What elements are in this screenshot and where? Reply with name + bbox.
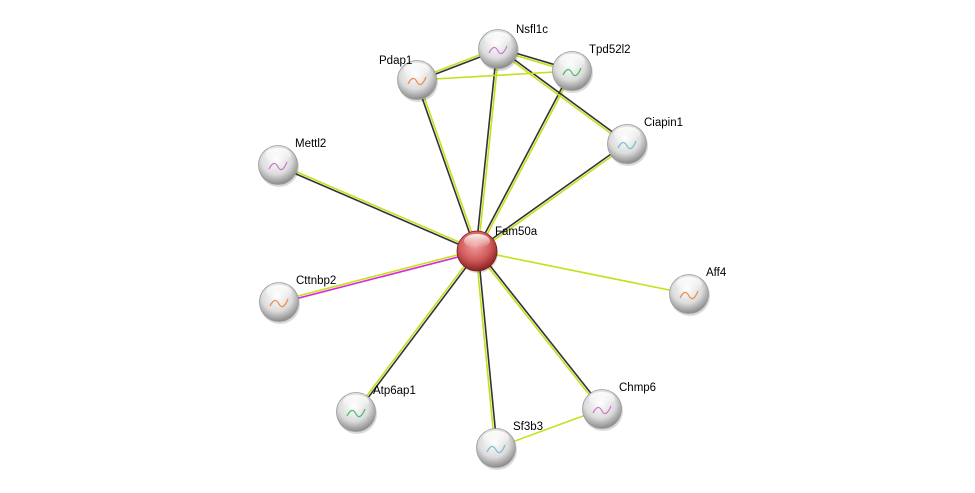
sphere-highlight: [483, 431, 509, 445]
edge-coexpression: [277, 165, 477, 253]
node-label: Aff4: [706, 267, 727, 279]
node-mettl2[interactable]: Mettl2: [258, 138, 327, 187]
sphere-highlight: [485, 32, 511, 46]
edge-nsfl1c-ciapin1[interactable]: [496, 47, 629, 146]
node-label: Atp6ap1: [373, 385, 416, 397]
node-label: Mettl2: [295, 138, 326, 150]
node-label: Ciapin1: [644, 117, 683, 129]
sphere-highlight: [464, 234, 490, 248]
edge-textmining: [278, 163, 478, 251]
node-label: Nsfl1c: [516, 24, 548, 36]
node-fam50a[interactable]: Fam50a: [456, 226, 538, 273]
edge-textmining: [475, 251, 602, 411]
edge-textmining: [416, 70, 573, 81]
edge-coexpression: [475, 142, 627, 251]
protein-structure-icon: [562, 67, 582, 77]
node-sf3b3[interactable]: Sf3b3: [476, 421, 544, 470]
edge-coexpression: [498, 47, 629, 144]
edge-textmining: [278, 249, 477, 302]
edge-fam50a-cttnbp2[interactable]: [278, 249, 478, 304]
edge-textmining: [477, 144, 629, 253]
edge-coexpression: [475, 70, 572, 251]
protein-structure-icon: [346, 408, 366, 418]
sphere-highlight: [404, 63, 430, 77]
edge-coexpression: [477, 250, 498, 448]
protein-structure-icon: [268, 161, 288, 171]
node-nsfl1c[interactable]: Nsfl1c: [478, 24, 549, 71]
edge-fam50a-atp6ap1[interactable]: [354, 249, 479, 414]
sphere-highlight: [589, 392, 615, 406]
edge-coexpression: [356, 251, 479, 414]
edge-coexpression: [415, 80, 477, 252]
edge-pdap1-tpd52l2[interactable]: [416, 70, 573, 81]
sphere-highlight: [343, 395, 369, 409]
edge-coexpression: [475, 48, 498, 251]
protein-structure-icon: [617, 140, 637, 150]
edge-textmining: [477, 49, 500, 252]
edge-fam50a-sf3b3[interactable]: [475, 250, 498, 449]
protein-structure-icon: [486, 444, 506, 454]
edge-experiments: [279, 251, 478, 304]
edge-textmining: [496, 49, 627, 146]
node-label: Chmp6: [619, 382, 656, 394]
edge-fam50a-mettl2[interactable]: [277, 163, 478, 253]
node-label: Pdap1: [379, 55, 412, 67]
node-atp6ap1[interactable]: Atp6ap1: [336, 385, 416, 434]
edge-fam50a-nsfl1c[interactable]: [475, 48, 500, 252]
edge-fam50a-aff4[interactable]: [476, 250, 690, 295]
edge-fam50a-tpd52l2[interactable]: [475, 70, 574, 252]
sphere-highlight: [266, 285, 292, 299]
node-label: Tpd52l2: [589, 44, 631, 56]
protein-structure-icon: [592, 405, 612, 415]
protein-structure-icon: [269, 298, 289, 308]
edge-textmining: [475, 251, 496, 449]
protein-structure-icon: [407, 76, 427, 86]
edge-textmining: [354, 249, 477, 412]
node-chmp6[interactable]: Chmp6: [582, 382, 657, 431]
edge-textmining: [417, 79, 479, 251]
node-tpd52l2[interactable]: Tpd52l2: [552, 44, 631, 93]
edge-coexpression: [477, 249, 604, 409]
sphere-highlight: [676, 277, 702, 291]
node-label: Fam50a: [495, 226, 538, 238]
edge-fam50a-pdap1[interactable]: [415, 79, 479, 252]
node-ciapin1[interactable]: Ciapin1: [607, 117, 684, 166]
node-label: Sf3b3: [513, 421, 543, 433]
sphere-highlight: [559, 54, 585, 68]
node-label: Cttnbp2: [296, 275, 336, 287]
protein-structure-icon: [679, 290, 699, 300]
edge-textmining: [476, 250, 690, 295]
edge-fam50a-chmp6[interactable]: [475, 249, 604, 411]
node-cttnbp2[interactable]: Cttnbp2: [259, 275, 337, 324]
node-pdap1[interactable]: Pdap1: [379, 55, 438, 102]
protein-structure-icon: [488, 45, 508, 55]
node-aff4[interactable]: Aff4: [669, 267, 727, 316]
sphere-highlight: [614, 127, 640, 141]
sphere-highlight: [265, 148, 291, 162]
edge-fam50a-ciapin1[interactable]: [475, 142, 629, 253]
edge-textmining: [477, 71, 574, 252]
